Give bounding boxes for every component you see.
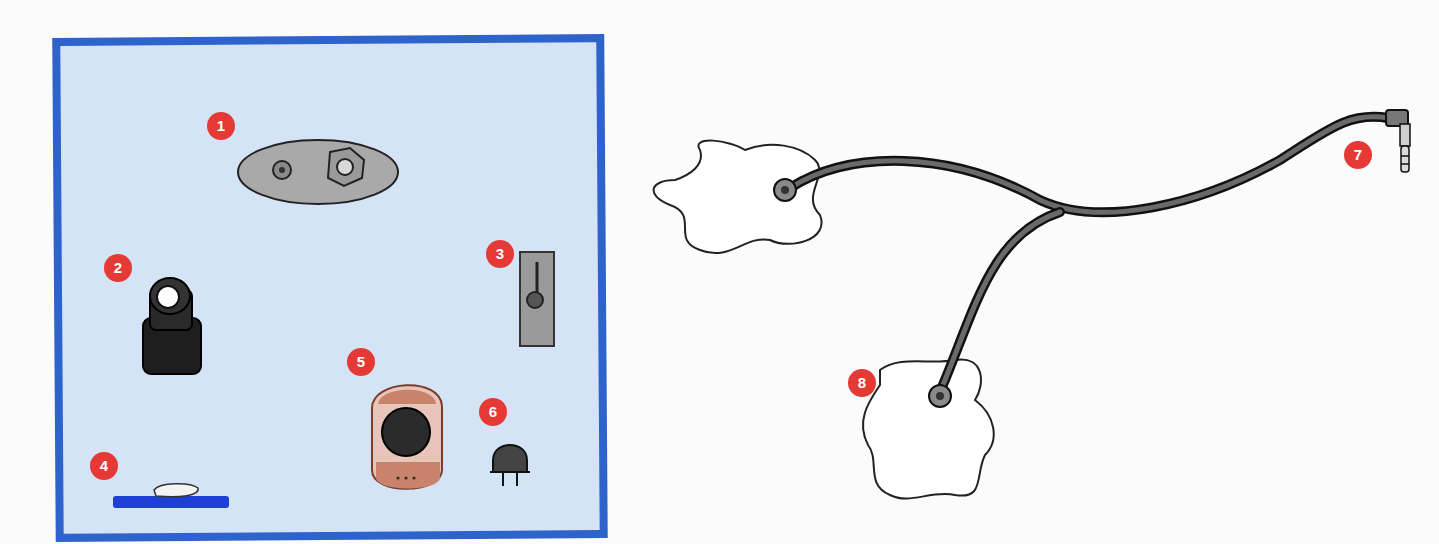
callout-number: 5 [347, 348, 375, 376]
panel-board [56, 38, 603, 538]
audio-plug [1386, 110, 1410, 172]
electrode-pad [863, 359, 994, 498]
toggle-switch [520, 252, 554, 346]
jack-socket [143, 278, 201, 374]
electrode-pad [654, 141, 822, 254]
electrode-cable [654, 110, 1410, 499]
callout-number: 1 [207, 112, 235, 140]
led [490, 445, 530, 486]
callout-number: 4 [90, 452, 118, 480]
callout-number: 3 [486, 240, 514, 268]
callout-number: 6 [479, 398, 507, 426]
callout-number: 8 [848, 369, 876, 397]
round-component [372, 385, 442, 489]
callout-number: 7 [1344, 141, 1372, 169]
callout-number: 2 [104, 254, 132, 282]
oval-plate [238, 140, 398, 204]
panel [56, 38, 603, 538]
blue-strip [113, 484, 229, 508]
